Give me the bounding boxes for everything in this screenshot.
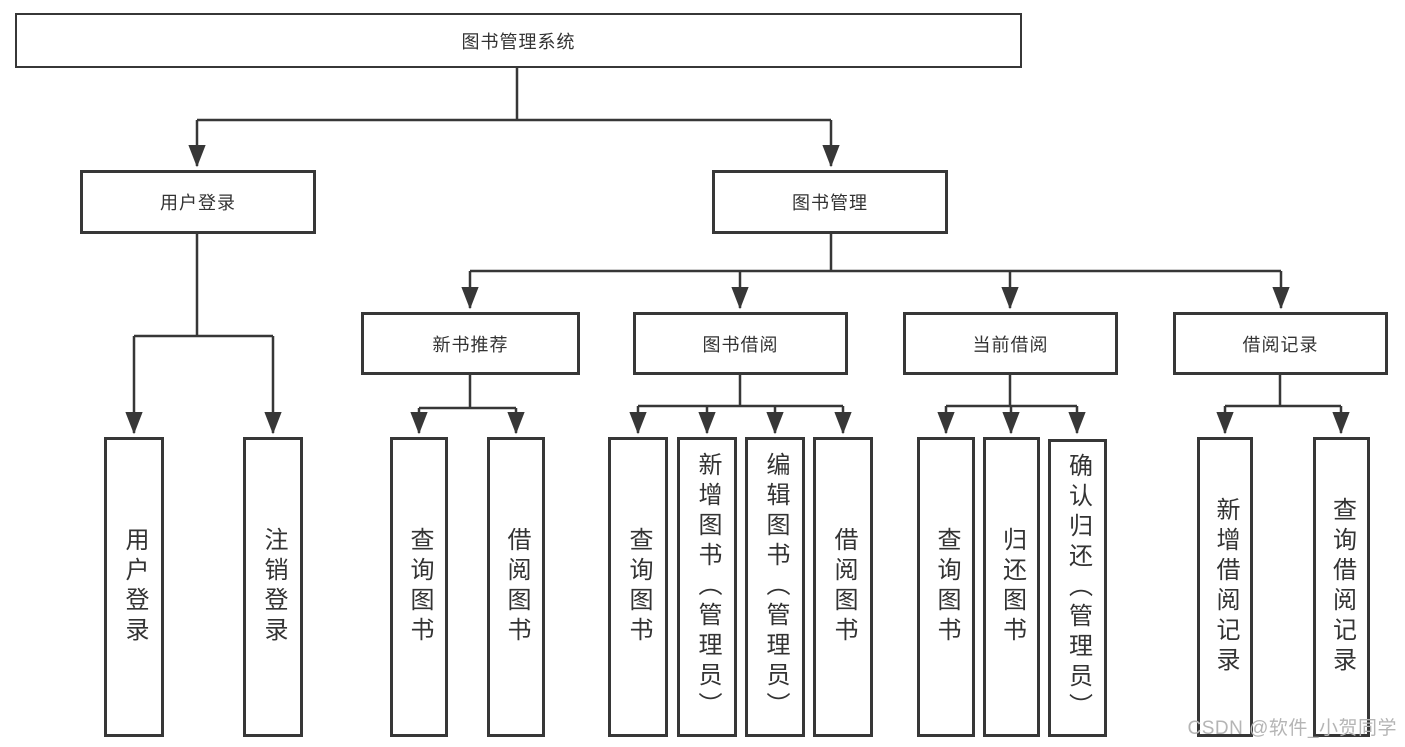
- leaf-user-login-label: 用户登录: [121, 527, 148, 647]
- connector-new-book-recommend-leaves: [410, 375, 525, 435]
- node-current-borrow-label: 当前借阅: [972, 334, 1049, 355]
- leaf-user-login: 用户登录: [104, 437, 164, 737]
- node-root: 图书管理系统: [15, 13, 1022, 68]
- connector-borrow-records-leaves: [1216, 375, 1350, 435]
- connector-segment: [197, 68, 831, 122]
- leaf-query-books-current-label: 查询图书: [933, 527, 960, 647]
- leaf-add-borrow-record: 新增借阅记录: [1197, 437, 1253, 737]
- connector-segment: [1225, 375, 1341, 408]
- leaf-borrow-books-label: 借阅图书: [830, 527, 857, 647]
- leaf-logout: 注销登录: [243, 437, 303, 737]
- leaf-confirm-return-admin: 确认归还（管理员）: [1048, 439, 1107, 737]
- node-book-management: 图书管理: [712, 170, 948, 234]
- leaf-query-books-recommend: 查询图书: [390, 437, 448, 737]
- leaf-confirm-return-admin-label: 确认归还（管理员）: [1064, 453, 1092, 723]
- node-user-login: 用户登录: [80, 170, 316, 234]
- connector-current-borrow-leaves: [937, 375, 1086, 435]
- node-book-borrow-label: 图书借阅: [702, 334, 779, 355]
- connector-segment: [946, 375, 1077, 408]
- leaf-query-books-recommend-label: 查询图书: [406, 527, 433, 647]
- leaf-query-books-borrow-label: 查询图书: [625, 527, 652, 647]
- connector-segment: [134, 234, 273, 338]
- connector-user-login-leaves: [125, 234, 282, 435]
- leaf-query-books-current: 查询图书: [917, 437, 975, 737]
- leaf-edit-book-admin: 编辑图书（管理员）: [745, 437, 805, 737]
- leaf-return-book-label: 归还图书: [998, 527, 1026, 647]
- csdn-watermark: CSDN @软件_小贺同学: [1187, 718, 1397, 739]
- leaf-add-borrow-record-label: 新增借阅记录: [1212, 497, 1239, 677]
- connector-segment: [470, 234, 1281, 273]
- leaf-query-books-borrow: 查询图书: [608, 437, 668, 737]
- node-borrow-records: 借阅记录: [1173, 312, 1388, 375]
- leaf-logout-label: 注销登录: [260, 527, 287, 647]
- node-new-book-recommend-label: 新书推荐: [432, 334, 509, 355]
- node-book-management-label: 图书管理: [792, 193, 868, 213]
- node-book-borrow: 图书借阅: [633, 312, 848, 375]
- leaf-borrow-books-recommend: 借阅图书: [487, 437, 545, 737]
- leaf-borrow-books-recommend-label: 借阅图书: [503, 527, 530, 647]
- leaf-query-borrow-record: 查询借阅记录: [1313, 437, 1370, 737]
- connector-root-to-level2: [188, 68, 840, 168]
- connector-segment: [638, 375, 843, 408]
- node-borrow-records-label: 借阅记录: [1242, 334, 1319, 355]
- leaf-add-book-admin-label: 新增图书（管理员）: [694, 452, 721, 722]
- leaf-add-book-admin: 新增图书（管理员）: [677, 437, 737, 737]
- connector-book-borrow-leaves: [629, 375, 852, 435]
- node-current-borrow: 当前借阅: [903, 312, 1118, 375]
- leaf-return-book: 归还图书: [983, 437, 1040, 737]
- leaf-borrow-books: 借阅图书: [813, 437, 873, 737]
- node-user-login-label: 用户登录: [160, 193, 236, 213]
- node-root-label: 图书管理系统: [461, 31, 576, 52]
- connector-segment: [419, 375, 516, 410]
- leaf-edit-book-admin-label: 编辑图书（管理员）: [762, 452, 789, 722]
- connector-book-management-to-level3: [461, 234, 1290, 310]
- leaf-query-borrow-record-label: 查询借阅记录: [1328, 497, 1356, 677]
- node-new-book-recommend: 新书推荐: [361, 312, 580, 375]
